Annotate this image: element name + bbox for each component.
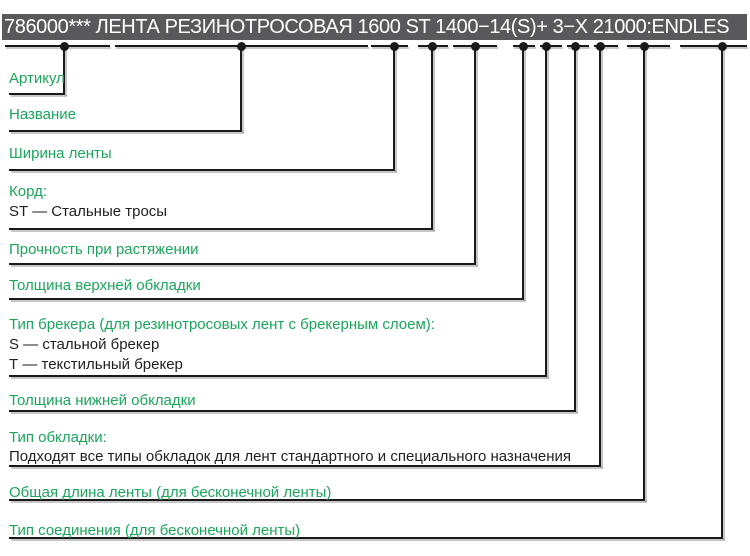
- connector-line: [545, 46, 547, 377]
- row-explanation: ST — Стальные тросы: [9, 203, 168, 220]
- connector-line: [643, 46, 645, 501]
- connector-line: [9, 93, 65, 95]
- connector-line: [522, 46, 524, 300]
- connector-line: [63, 46, 65, 95]
- row-label: Ширина ленты: [9, 145, 112, 162]
- title-tick: [594, 45, 618, 47]
- designation-code-text: 786000*** ЛЕНТА РЕЗИНОТРОСОВАЯ 1600 ST 1…: [4, 16, 730, 38]
- title-tick: [680, 45, 747, 47]
- connector-line: [240, 46, 242, 132]
- title-bar: 786000*** ЛЕНТА РЕЗИНОТРОСОВАЯ 1600 ST 1…: [2, 14, 747, 40]
- title-tick: [371, 45, 408, 47]
- connector-line: [721, 46, 723, 539]
- title-tick: [5, 45, 110, 47]
- row-label: Тип соединения (для бесконечной ленты): [9, 522, 301, 539]
- row-explanation: S — стальной брекер: [9, 336, 160, 353]
- row-label: Артикул: [9, 70, 65, 87]
- connector-line: [474, 46, 476, 265]
- row-label: Прочность при растяжении: [9, 241, 199, 258]
- connector-line: [9, 169, 395, 171]
- connector-line: [9, 130, 242, 132]
- row-label: Общая длина ленты (для бесконечной ленты…: [9, 484, 332, 501]
- connector-line: [9, 298, 524, 300]
- connector-line: [393, 46, 395, 171]
- row-label: Тип брекера (для резинотросовых лент с б…: [9, 316, 435, 333]
- row-explanation: Т — текстильный брекер: [9, 356, 183, 373]
- connector-line: [574, 46, 576, 412]
- row-label: Тип обкладки:: [9, 429, 107, 446]
- connector-line: [9, 537, 723, 539]
- connector-line: [599, 46, 601, 467]
- connector-line: [431, 46, 433, 230]
- connector-line: [9, 499, 645, 501]
- connector-line: [9, 263, 476, 265]
- row-explanation: Подходят все типы обкладок для лент стан…: [9, 448, 572, 465]
- row-label: Толщина верхней обкладки: [9, 277, 201, 294]
- connector-line: [9, 228, 433, 230]
- title-tick: [540, 45, 562, 47]
- connector-line: [9, 465, 601, 467]
- connector-line: [9, 375, 547, 377]
- row-label: Толщина нижней обкладки: [9, 392, 196, 409]
- connector-line: [9, 410, 576, 412]
- row-label: Корд:: [9, 183, 47, 200]
- row-label: Название: [9, 106, 77, 123]
